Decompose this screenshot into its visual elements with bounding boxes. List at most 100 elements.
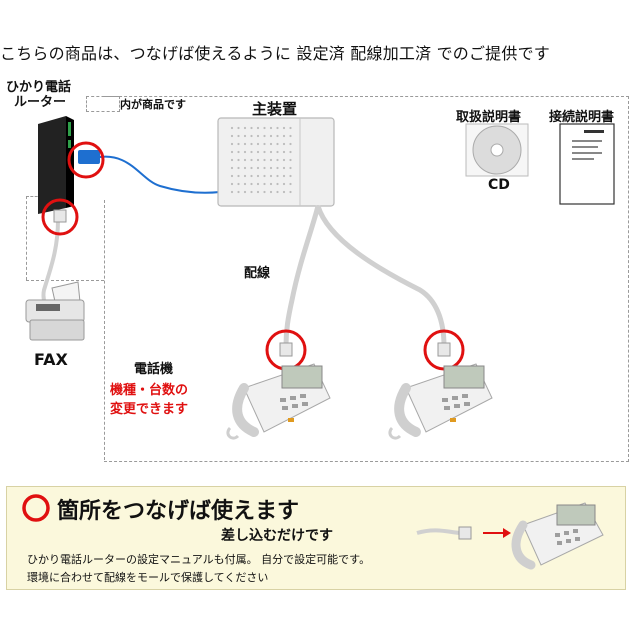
vent-dot	[270, 183, 272, 185]
vent-dot	[270, 159, 272, 161]
vent-dot	[263, 135, 265, 137]
vent-dot	[250, 143, 252, 145]
info-panel: 箇所をつなげば使えます 差し込むだけです ひかり電話ルーターの設定マニュアルも付…	[6, 486, 626, 590]
phone1-wire	[286, 206, 318, 346]
wiring-label: 配線	[244, 262, 270, 281]
fax-machine-icon	[26, 282, 84, 340]
vent-dot	[276, 183, 278, 185]
cd-label: CD	[488, 177, 510, 193]
phone-note: 機種・台数の 変更できます	[110, 381, 188, 419]
vent-dot	[263, 143, 265, 145]
vent-dot	[237, 135, 239, 137]
vent-dot	[237, 127, 239, 129]
vent-dot	[263, 151, 265, 153]
main-unit-icon	[218, 118, 334, 206]
vent-dot	[276, 175, 278, 177]
vent-dot	[276, 135, 278, 137]
vent-dot	[237, 151, 239, 153]
vent-dot	[276, 191, 278, 193]
vent-dot	[244, 175, 246, 177]
vent-dot	[231, 143, 233, 145]
vent-dot	[244, 159, 246, 161]
vent-dot	[237, 167, 239, 169]
panel-title: 箇所をつなげば使えます	[57, 493, 299, 525]
vent-dot	[237, 191, 239, 193]
panel-line2: 環境に合わせて配線をモールで保護してください	[27, 569, 268, 585]
vent-dot	[289, 143, 291, 145]
fax-label: FAX	[34, 350, 68, 369]
vent-dot	[283, 151, 285, 153]
vent-dot	[244, 143, 246, 145]
vent-dot	[237, 143, 239, 145]
main-unit-label: 主装置	[252, 98, 297, 119]
vent-dot	[231, 159, 233, 161]
panel-subtitle: 差し込むだけです	[221, 525, 333, 545]
vent-dot	[270, 135, 272, 137]
vent-dot	[257, 143, 259, 145]
vent-dot	[237, 183, 239, 185]
vent-dot	[231, 167, 233, 169]
vent-dot	[257, 183, 259, 185]
lan-cable	[94, 157, 220, 193]
phone-note-line1: 機種・台数の	[110, 381, 188, 400]
manual-document-icon	[560, 124, 614, 204]
vent-dot	[283, 183, 285, 185]
vent-dot	[250, 167, 252, 169]
panel-line1: ひかり電話ルーターの設定マニュアルも付属。 自分で設定可能です。	[27, 551, 370, 567]
vent-dot	[270, 151, 272, 153]
vent-dot	[289, 135, 291, 137]
plug-icon	[438, 343, 450, 356]
vent-dot	[263, 183, 265, 185]
vent-dot	[244, 167, 246, 169]
telephone-icon-1	[228, 364, 330, 438]
vent-dot	[250, 183, 252, 185]
connection-manual-label: 接続説明書	[549, 106, 614, 125]
vent-dot	[283, 191, 285, 193]
vent-dot	[283, 127, 285, 129]
manual-label: 取扱説明書	[456, 106, 521, 125]
vent-dot	[263, 127, 265, 129]
plug-icon	[54, 210, 66, 222]
vent-dot	[231, 175, 233, 177]
phone-label: 電話機	[134, 358, 173, 377]
vent-dot	[289, 159, 291, 161]
vent-dot	[289, 167, 291, 169]
vent-dot	[263, 175, 265, 177]
vent-dot	[257, 167, 259, 169]
vent-dot	[263, 167, 265, 169]
vent-dot	[257, 127, 259, 129]
vent-dot	[250, 151, 252, 153]
vent-dot	[289, 183, 291, 185]
vent-dot	[257, 151, 259, 153]
vent-dot	[283, 159, 285, 161]
plug-icon	[280, 343, 292, 356]
vent-dot	[289, 127, 291, 129]
vent-dot	[276, 143, 278, 145]
plug-icon	[459, 527, 471, 539]
vent-dot	[231, 127, 233, 129]
vent-dot	[244, 183, 246, 185]
vent-dot	[276, 151, 278, 153]
vent-dot	[263, 191, 265, 193]
vent-dot	[270, 167, 272, 169]
vent-dot	[257, 135, 259, 137]
vent-dot	[270, 191, 272, 193]
vent-dot	[270, 143, 272, 145]
phone2-wire	[318, 206, 444, 346]
vent-dot	[237, 159, 239, 161]
vent-dot	[263, 159, 265, 161]
red-circle-icon	[21, 493, 51, 523]
vent-dot	[250, 159, 252, 161]
vent-dot	[237, 175, 239, 177]
telephone-icon-3	[516, 503, 603, 565]
vent-dot	[276, 127, 278, 129]
lan-plug-icon	[78, 150, 100, 164]
vent-dot	[257, 175, 259, 177]
vent-dot	[289, 191, 291, 193]
vent-dot	[276, 159, 278, 161]
vent-dot	[250, 191, 252, 193]
vent-dot	[250, 127, 252, 129]
vent-dot	[244, 127, 246, 129]
vent-dot	[270, 175, 272, 177]
vent-dot	[231, 135, 233, 137]
